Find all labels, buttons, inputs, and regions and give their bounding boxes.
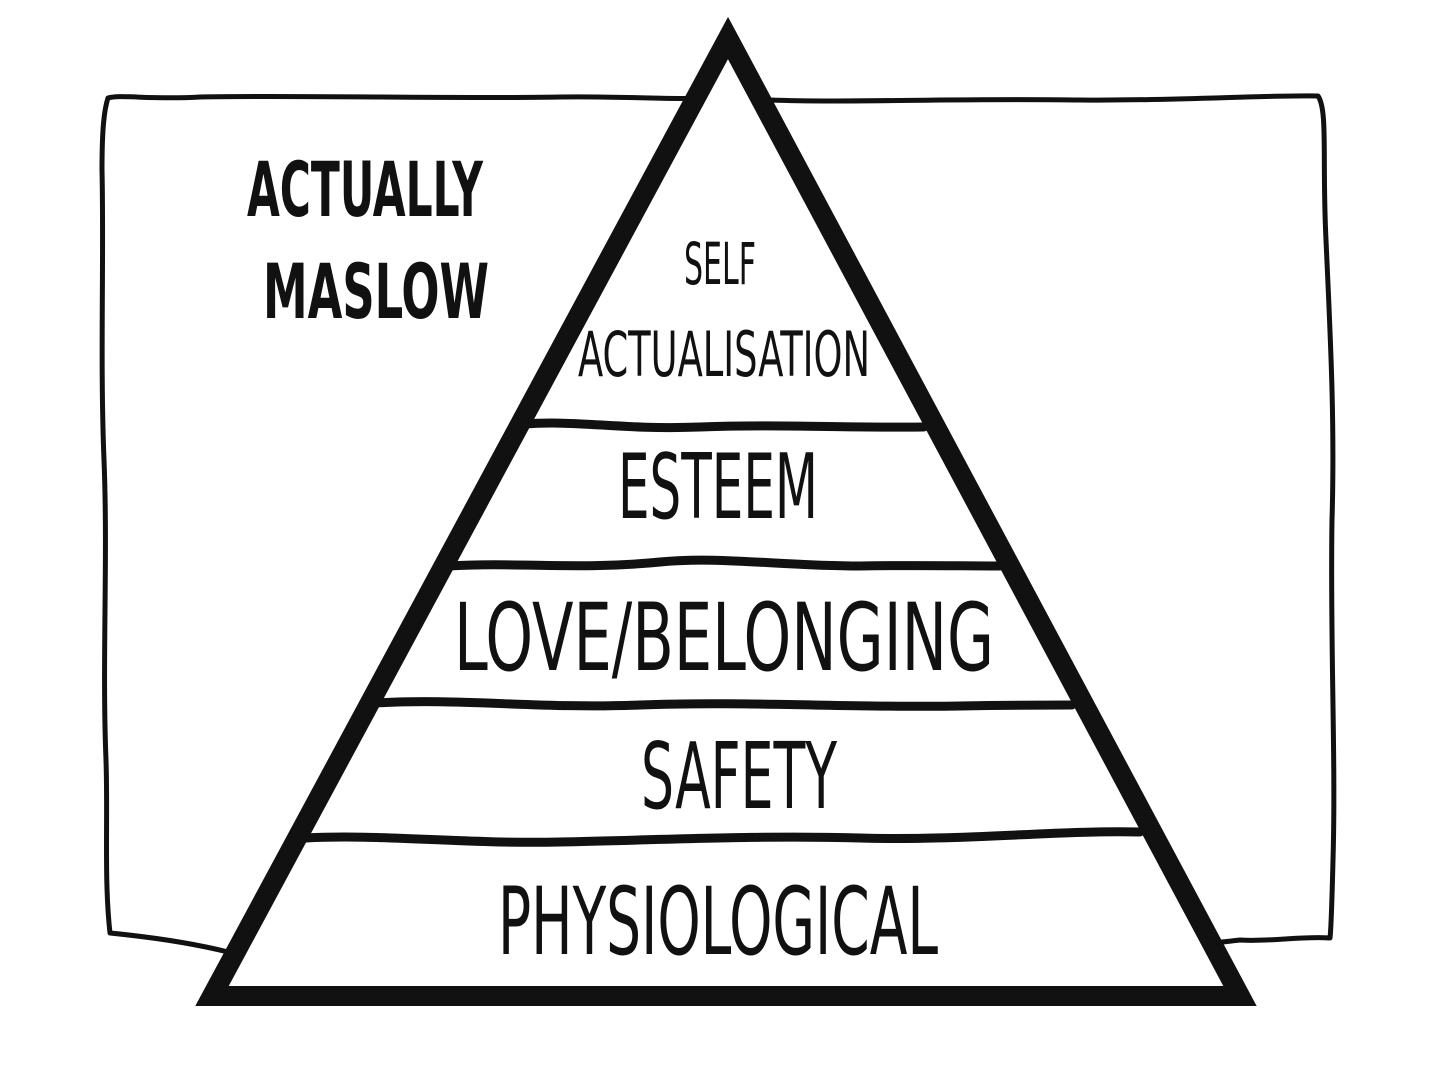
- pyramid-outline: [195, 16, 1257, 1006]
- level-physiological-label: PHYSIOLOGICAL: [498, 868, 938, 977]
- background-card: [99, 93, 1337, 955]
- divider-line: [371, 697, 1077, 711]
- title-line-1: ACTUALLY: [247, 145, 484, 234]
- divider-line: [519, 418, 929, 433]
- divider-line: [301, 827, 1145, 847]
- title-line-2: MASLOW: [263, 247, 489, 336]
- divider-line: [443, 555, 1005, 571]
- level-esteem-label: ESTEEM: [618, 435, 818, 540]
- level-love-belonging-label: LOVE/BELONGING: [454, 584, 994, 693]
- level-actualisation-label: ACTUALISATION: [578, 318, 870, 391]
- level-safety-label: SAFETY: [641, 723, 837, 830]
- level-self-label: SELF: [684, 230, 756, 298]
